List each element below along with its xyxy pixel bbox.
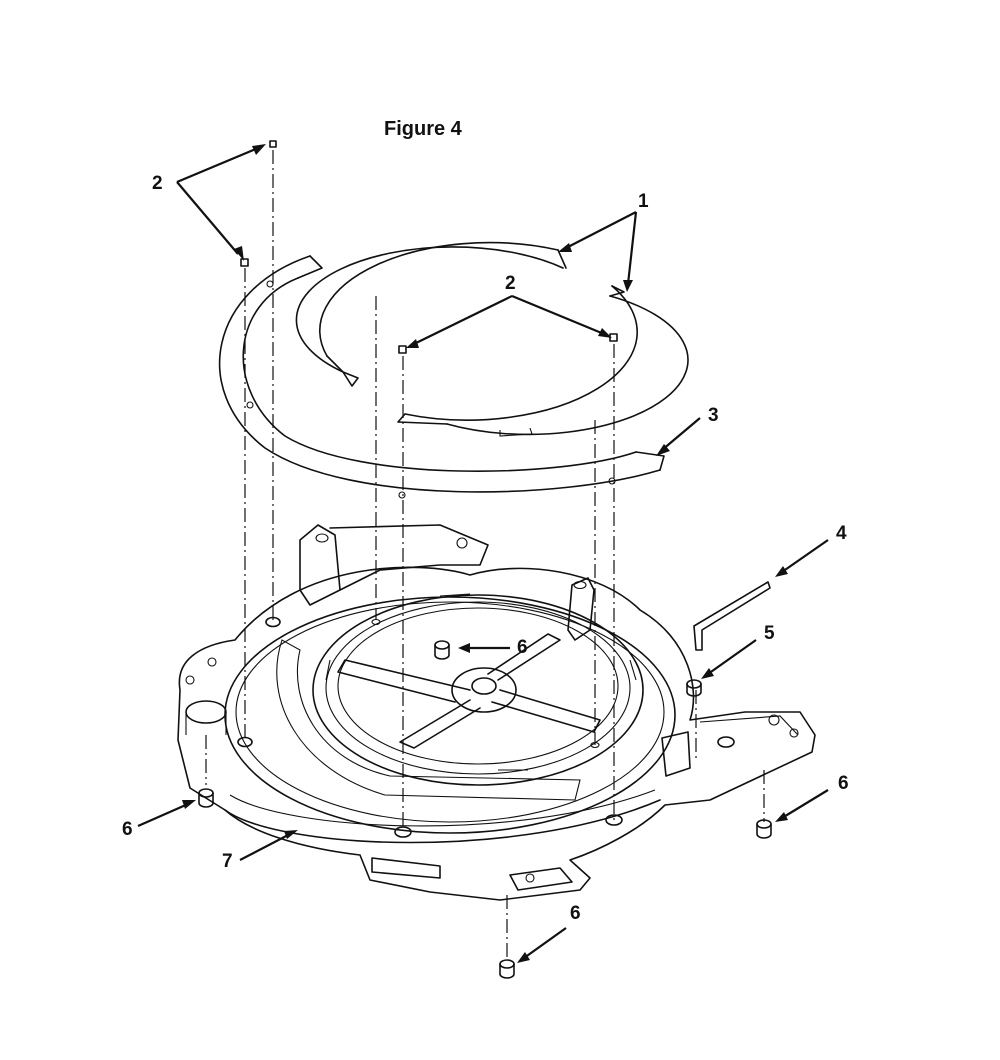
base-housing-part-7	[177, 524, 816, 901]
nuts-part-6	[198, 640, 772, 979]
figure-title: Figure 4	[384, 118, 462, 140]
alignment-lines	[205, 150, 765, 960]
callout-2-top-left: 2	[152, 173, 163, 194]
screws-part-2	[240, 140, 618, 354]
leader-arrows	[137, 144, 829, 963]
callout-5: 5	[764, 623, 775, 644]
set-screw-part-5	[686, 679, 702, 697]
callout-4: 4	[836, 523, 847, 544]
callout-7: 7	[222, 851, 233, 872]
callout-6-left: 6	[122, 819, 133, 840]
outer-shim-ring-part-3	[218, 255, 665, 499]
callout-1: 1	[638, 191, 649, 212]
callout-3: 3	[708, 405, 719, 426]
callout-6-center: 6	[517, 637, 528, 658]
callout-6-right: 6	[838, 773, 849, 794]
callout-2-center: 2	[505, 273, 516, 294]
callout-6-bottom: 6	[570, 903, 581, 924]
hex-key-part-4	[693, 581, 771, 651]
